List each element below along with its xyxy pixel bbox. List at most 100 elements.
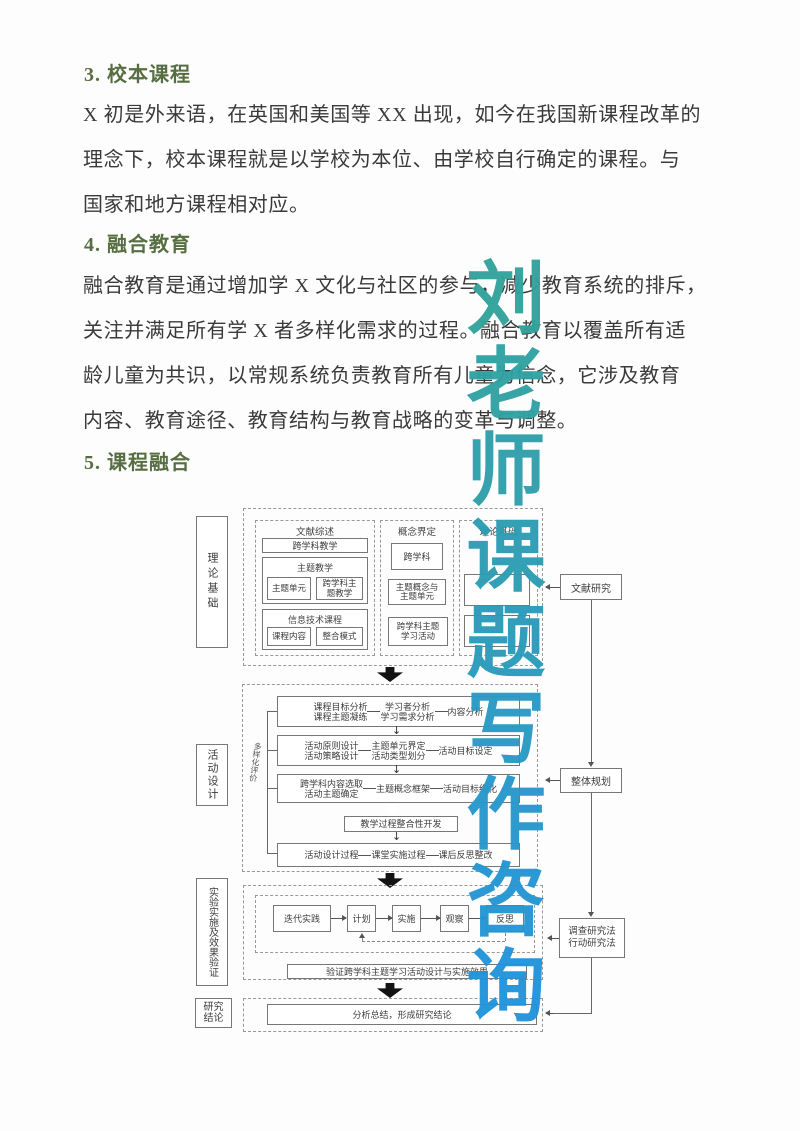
flow-box-analysis-conclusion: 分析总结，形成研究结论 [267,1004,537,1025]
row-cell: 学习者分析 学习需求分析 [380,702,434,722]
flow-box-theme-concept-unit: 主题概念与 主题单元 [388,579,446,605]
paragraph-line: 融合教育是通过增加学 X 文化与社区的参与，减少教育系统的排斥， [83,275,707,297]
row-cell: 活动设计过程 [304,850,359,860]
box-line: 主题概念与 [395,581,439,592]
left-arrow-icon [545,1010,554,1016]
paragraph-school-curriculum: X 初是外来语，在英国和美国等 XX 出现，如今在我国新课程改革的 理念下，校本… [83,93,731,228]
cell-line: 活动类型划分 [371,750,426,761]
cell-line: 活动策略设计 [304,750,359,761]
cell-line: 学习者分析 [384,701,430,712]
column-title: 理论基础 [479,527,518,538]
group-title: 信息技术课程 [287,615,342,625]
hollow-down-arrow-icon [384,955,400,966]
section-experiment [243,885,543,980]
flow-box-implement: 实施 [392,905,421,932]
paragraph-line: X 初是外来语，在英国和美国等 XX 出现，如今在我国新课程改革的 [83,104,702,126]
column-theoretical-basis: 理论基础 [459,520,538,656]
dash-connector [434,711,448,712]
design-row-3: 跨学科内容选取 活动主题确定 主题概念框架 活动目标细化 [277,774,520,803]
box-line: 跨学科主题 [396,621,440,631]
design-row-4: 活动设计过程 课堂实施过程 课后反思整改 [277,843,520,867]
heading-inclusive-education: 4. 融合教育 [84,234,191,256]
design-row-1: 课程目标分析 课程主题凝练 学习者分析 学习需求分析 内容分析 [277,696,520,727]
cell-line: 主题单元界定 [371,740,426,751]
dash-connector [425,750,439,751]
flow-box-iterative-practice: 迭代实践 [273,905,331,932]
flow-box-verify-effect: 验证跨学科主题学习活动设计与实施效果 [287,964,527,979]
bracket-stub [267,788,277,789]
bracket-stub [267,711,277,712]
row-cell: 主题概念框架 [375,783,430,794]
iterative-practice-group [255,895,535,953]
method-box-overall-planning: 整体规划 [560,768,622,793]
hollow-down-arrow-icon [384,805,400,816]
flow-box-obscured [464,574,530,606]
stage-label-experiment-verification: 实验实施及效果验证 [196,878,228,986]
right-arrow-icon [469,915,487,921]
row-cell: 课堂实施过程 [371,850,426,860]
flow-box-theme-unit: 主题单元 [267,577,311,600]
flow-box-observe: 观察 [440,905,469,932]
column-concept-definition: 概念界定 [380,520,454,656]
box-line: 题教学 [326,587,353,598]
cell-line: 课程目标分析 [313,701,368,712]
design-row-2: 活动原则设计 活动策略设计 主题单元界定 活动类型划分 活动目标设定 [277,735,520,766]
paragraph-line: 理念下，校本课程就是以学校为本位、由学校自行确定的课程。与 [83,149,681,171]
row-cell: 活动原则设计 活动策略设计 [304,741,358,761]
flow-box-interdisciplinary-teaching: 跨学科教学 [262,538,368,553]
method-line: 调查研究法 [568,926,616,937]
right-arrow-icon [331,915,347,921]
down-arrow-icon [377,667,403,682]
row-cell: 跨学科内容选取 活动主题确定 [300,779,363,799]
paragraph-inclusive-education: 融合教育是通过增加学 X 文化与社区的参与，减少教育系统的排斥， 关注并满足所有… [83,264,731,444]
dash-connector [362,788,376,789]
cell-line: 活动原则设计 [304,740,359,751]
stage-label-activity-design: 活动设计 [196,744,228,806]
group-title: 主题教学 [296,563,333,573]
connector-line [591,793,592,913]
right-arrow-icon [376,915,393,921]
connector-line [591,600,592,764]
flow-box-plan: 计划 [347,905,376,932]
box-line: 主题单元 [399,591,434,601]
paragraph-line: 内容、教育途径、教育结构与教育战略的变革与调整。 [83,410,578,432]
bracket-stub [267,750,277,751]
down-arrowhead-icon [588,762,594,767]
row-cell: 主题单元界定 活动类型划分 [371,741,425,761]
left-arrow-icon [545,584,560,590]
flow-box-interdisciplinary-theme-teaching: 跨学科主 题教学 [316,577,363,600]
cell-line: 课程主题凝练 [313,711,368,722]
flow-box-teaching-process-integration: 教学过程整合性开发 [344,816,458,832]
right-arrow-icon [421,915,441,921]
down-arrow-icon [377,983,403,998]
paragraph-line: 国家和地方课程相对应。 [83,194,310,216]
box-line: 跨学科主 [322,578,357,588]
paragraph-line: 关注并满足所有学 X 者多样化需求的过程。融合教育以覆盖所有适 [83,320,687,342]
section-conclusion [243,998,543,1032]
stage-label-line: 结论 [203,1013,224,1024]
left-arrow-icon [547,935,559,941]
row-cell: 课程目标分析 课程主题凝练 [313,702,367,722]
cell-line: 跨学科内容选取 [299,778,363,789]
dash-connector [358,750,372,751]
method-box-survey-action-research: 调查研究法 行动研究法 [559,918,625,958]
heading-curriculum-integration: 5. 课程融合 [84,452,191,474]
stage-label-line: 研究 [203,1002,224,1013]
section-activity-design [242,684,538,872]
down-arrow-icon: ↓ [392,830,402,843]
stage-label-theory-basis: 理论基础 [196,516,228,648]
method-box-literature-research: 文献研究 [560,574,622,600]
cell-line: 活动主题确定 [304,788,359,799]
bracket-stub [267,853,277,854]
dash-connector [430,788,443,789]
left-arrow-icon [545,777,560,783]
column-title: 概念界定 [397,527,436,538]
cell-line: 学习需求分析 [380,711,435,722]
feedback-line [362,941,505,942]
row-cell: 活动目标细化 [443,783,498,794]
flow-box-obscured [464,615,530,647]
column-literature-review: 文献综述 [255,520,375,656]
flow-box-integration-mode: 整合模式 [316,627,363,646]
row-cell: 课后反思整改 [438,850,493,860]
flow-box-interdisciplinary: 跨学科 [391,543,443,570]
